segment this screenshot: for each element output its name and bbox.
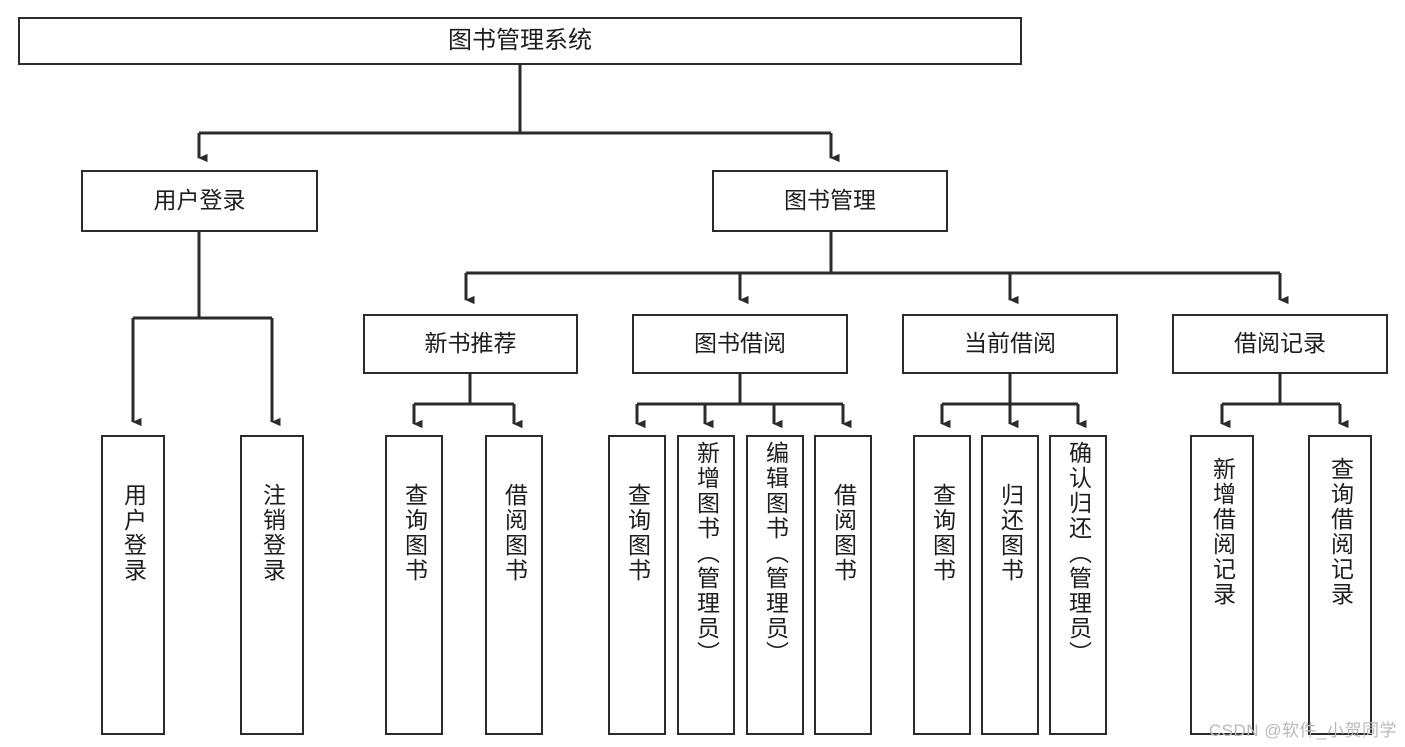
node-leaf-confirm-return-admin-label: 确认归还（管理员） <box>1065 441 1092 666</box>
node-leaf-return-book-label: 归还图书 <box>997 483 1024 583</box>
node-user-login-label: 用户登录 <box>153 187 246 214</box>
node-leaf-borrow-book-a[interactable]: 借阅图书 <box>485 435 543 735</box>
node-root-label: 图书管理系统 <box>448 26 592 54</box>
watermark-text: CSDN @软件_小贺同学 <box>1208 721 1397 740</box>
node-leaf-query-book-a-label: 查询图书 <box>401 483 428 583</box>
node-leaf-edit-book-admin[interactable]: 编辑图书（管理员） <box>746 435 804 735</box>
node-borrow-record-label: 借阅记录 <box>1234 330 1326 357</box>
node-leaf-logout[interactable]: 注销登录 <box>240 435 304 735</box>
node-leaf-edit-book-admin-label: 编辑图书（管理员） <box>762 441 789 666</box>
node-leaf-borrow-book-a-label: 借阅图书 <box>501 483 528 583</box>
node-leaf-add-borrow-record-label: 新增借阅记录 <box>1209 457 1236 607</box>
node-leaf-borrow-book-b-label: 借阅图书 <box>830 483 857 583</box>
node-leaf-query-book-b-label: 查询图书 <box>624 483 651 583</box>
node-root[interactable]: 图书管理系统 <box>18 17 1022 65</box>
node-leaf-add-book-admin[interactable]: 新增图书（管理员） <box>677 435 735 735</box>
node-current-borrow[interactable]: 当前借阅 <box>902 314 1118 374</box>
node-leaf-user-login[interactable]: 用户登录 <box>101 435 165 735</box>
node-leaf-add-book-admin-label: 新增图书（管理员） <box>693 441 720 666</box>
node-new-book-recommend-label: 新书推荐 <box>424 330 517 357</box>
node-leaf-logout-label: 注销登录 <box>259 483 286 583</box>
node-leaf-borrow-book-b[interactable]: 借阅图书 <box>814 435 872 735</box>
node-book-management[interactable]: 图书管理 <box>712 170 948 232</box>
node-book-management-label: 图书管理 <box>784 187 876 214</box>
node-leaf-query-borrow-record[interactable]: 查询借阅记录 <box>1308 435 1372 735</box>
node-borrow-record[interactable]: 借阅记录 <box>1172 314 1388 374</box>
node-leaf-confirm-return-admin[interactable]: 确认归还（管理员） <box>1049 435 1107 735</box>
node-leaf-query-book-c-label: 查询图书 <box>929 483 956 583</box>
node-new-book-recommend[interactable]: 新书推荐 <box>363 314 578 374</box>
node-book-borrow[interactable]: 图书借阅 <box>632 314 848 374</box>
node-leaf-query-book-c[interactable]: 查询图书 <box>913 435 971 735</box>
node-leaf-user-login-label: 用户登录 <box>120 483 147 583</box>
node-leaf-query-book-b[interactable]: 查询图书 <box>608 435 666 735</box>
node-user-login[interactable]: 用户登录 <box>81 170 318 232</box>
node-leaf-query-borrow-record-label: 查询借阅记录 <box>1327 457 1354 607</box>
node-leaf-add-borrow-record[interactable]: 新增借阅记录 <box>1190 435 1254 735</box>
node-current-borrow-label: 当前借阅 <box>964 330 1056 357</box>
node-leaf-return-book[interactable]: 归还图书 <box>981 435 1039 735</box>
node-leaf-query-book-a[interactable]: 查询图书 <box>385 435 443 735</box>
node-book-borrow-label: 图书借阅 <box>694 330 786 357</box>
